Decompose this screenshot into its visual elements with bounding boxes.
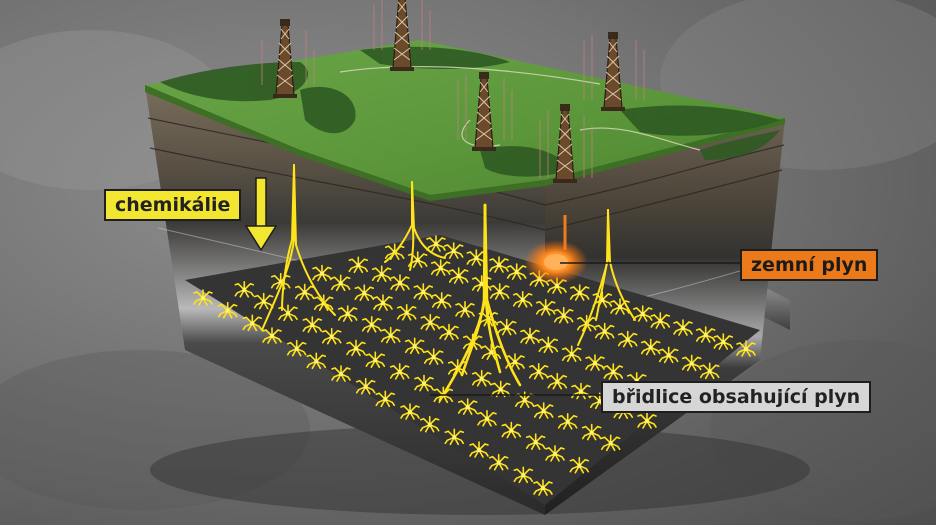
surface-top-edge — [145, 85, 785, 201]
rig-2 — [373, 0, 431, 72]
chemicals-label: chemikálie — [104, 189, 242, 221]
rig-1 — [261, 18, 315, 99]
gas-flare-icon — [524, 240, 588, 284]
drilling-rigs — [261, 0, 645, 184]
well-3 — [438, 203, 522, 402]
well-1 — [261, 164, 336, 331]
well-4 — [577, 209, 636, 346]
down-arrow-icon — [244, 177, 278, 252]
gas-shale-label: břidlice obsahující plyn — [601, 381, 872, 413]
natural-gas-label: zemní plyn — [740, 249, 879, 281]
forest-patches — [160, 46, 780, 177]
rig-3 — [583, 31, 645, 112]
wellbores — [261, 164, 636, 402]
rig-5 — [539, 103, 593, 184]
well-2 — [384, 181, 446, 271]
rig-4 — [457, 71, 513, 152]
